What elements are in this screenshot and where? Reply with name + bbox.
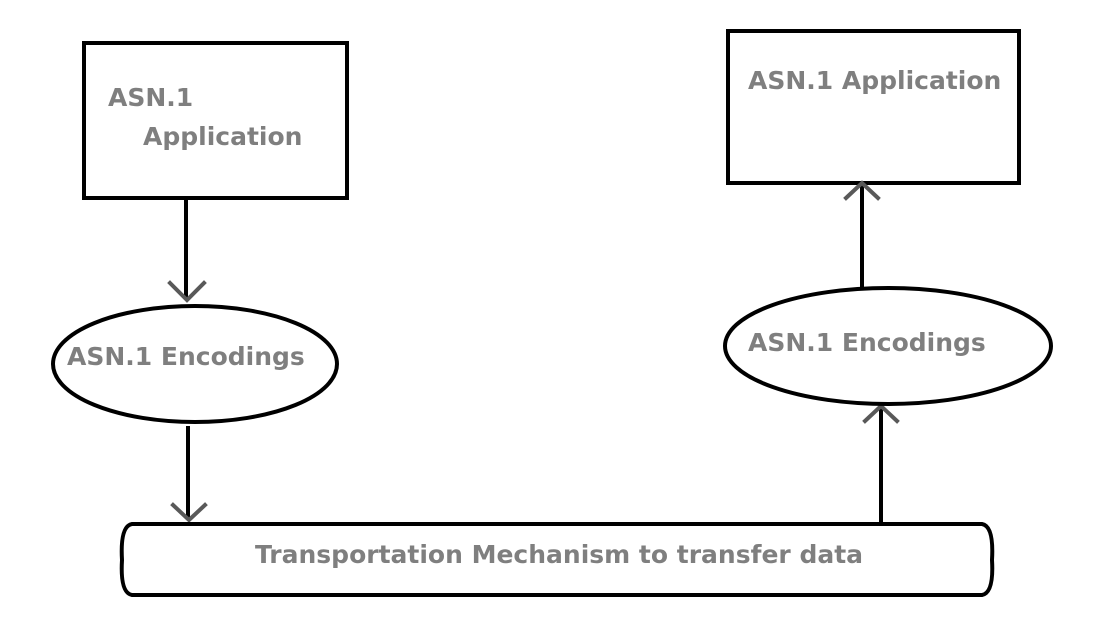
transport-shape	[119, 522, 995, 597]
arrow-right-encodings-to-app	[843, 180, 881, 290]
arrow-transport-to-right-encodings	[862, 403, 900, 523]
left-application-label-line2: Application	[143, 122, 302, 151]
right-encodings-node: ASN.1 Encodings	[723, 286, 1053, 406]
right-application-box	[726, 29, 1021, 185]
arrow-down-head	[170, 502, 208, 523]
arrow-left-app-to-encodings	[167, 198, 207, 303]
right-encodings-ellipse	[723, 286, 1053, 406]
right-encodings-label: ASN.1 Encodings	[748, 328, 986, 357]
arrow-left-encodings-to-transport	[170, 426, 208, 523]
arrow-down-head	[167, 280, 207, 303]
left-encodings-node: ASN.1 Encodings	[51, 304, 339, 424]
left-application-node: ASN.1 Application	[82, 41, 349, 200]
arrow-up-head	[843, 180, 881, 201]
transport-label: Transportation Mechanism to transfer dat…	[255, 540, 863, 569]
right-application-label: ASN.1 Application	[748, 66, 1001, 95]
transport-node: Transportation Mechanism to transfer dat…	[119, 522, 995, 597]
left-application-label-line1: ASN.1	[108, 83, 193, 112]
right-application-node: ASN.1 Application	[726, 29, 1021, 185]
left-encodings-ellipse	[51, 304, 339, 424]
left-application-box	[82, 41, 349, 200]
arrow-up-head	[862, 403, 900, 424]
left-encodings-label: ASN.1 Encodings	[67, 342, 305, 371]
